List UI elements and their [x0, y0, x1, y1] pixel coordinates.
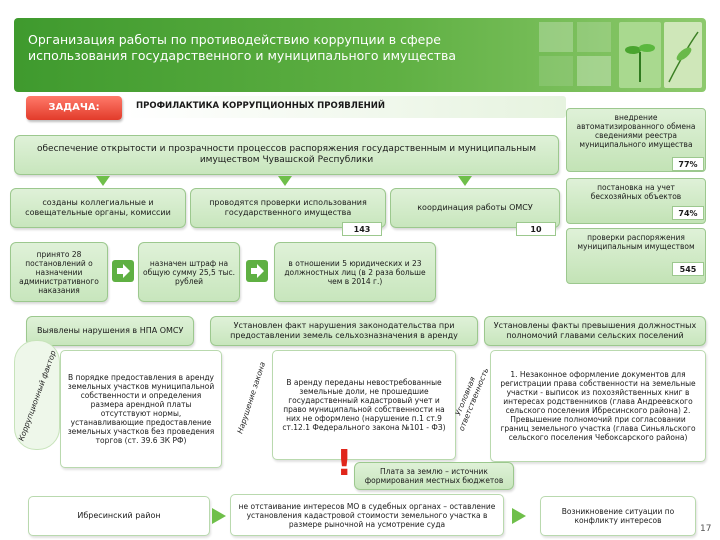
arrow-down-icon	[458, 176, 472, 186]
excess-details-box: 1. Незаконное оформление документов для …	[490, 350, 706, 462]
header-decoration-squares	[539, 22, 699, 88]
task-value: ПРОФИЛАКТИКА КОРРУПЦИОННЫХ ПРОЯВЛЕНИЙ	[136, 101, 385, 111]
sidebar-value-inspections: 545	[672, 262, 704, 276]
fines-box: назначен штраф на общую сумму 25,5 тыс. …	[138, 242, 240, 302]
collegial-bodies-box: созданы коллегиальные и совещательные ор…	[10, 188, 186, 228]
sidebar-value-registry: 77%	[672, 157, 704, 171]
sidebar-value-ownerless: 74%	[672, 206, 704, 220]
page-number: 17	[700, 524, 712, 534]
law-violation-text: Нарушение закона	[235, 360, 268, 435]
ibresinsky-district-box: Ибресинский район	[28, 496, 210, 536]
npa-violations-box: Выявлены нарушения в НПА ОМСУ	[26, 316, 194, 346]
arrow-right-icon	[212, 508, 226, 524]
task-label: ЗАДАЧА:	[26, 96, 122, 120]
lease-text-box: В аренду переданы невостребованные земел…	[272, 350, 456, 460]
goal-box: обеспечение открытости и прозрачности пр…	[14, 135, 559, 175]
corruption-factor-text: Коррупционный фактор	[16, 349, 58, 443]
property-checks-box: проводятся проверки использования госуда…	[190, 188, 386, 228]
omsu-coordination-box: координация работы ОМСУ	[390, 188, 560, 228]
sidebar-item-label: внедрение автоматизированного обмена све…	[576, 113, 696, 149]
criminal-liability-area: Уголовная ответственность	[446, 350, 494, 446]
criminal-liability-text: Уголовная ответственность	[453, 366, 491, 433]
page-title: Организация работы по противодействию ко…	[28, 32, 457, 64]
law-violation-label-area: Нарушение закона	[232, 350, 272, 446]
arrow-right-icon	[112, 260, 134, 282]
arrow-down-icon	[278, 176, 292, 186]
order-text-box: В порядке предоставления в аренду земель…	[60, 350, 222, 468]
persons-box: в отношении 5 юридических и 23 должностн…	[274, 242, 436, 302]
corruption-factor-label: Коррупционный фактор	[14, 340, 60, 450]
sidebar-item-label: постановка на учет бесхозяйных объектов	[590, 183, 682, 201]
task-text: ПРОФИЛАКТИКА КОРРУПЦИОННЫХ ПРОЯВЛЕНИЙ	[126, 96, 566, 118]
arrow-right-icon	[246, 260, 268, 282]
arrow-right-icon	[512, 508, 526, 524]
sprout-image	[619, 22, 661, 88]
decrees-box: принято 28 постановлений о назначении ад…	[10, 242, 108, 302]
sidebar-item-label: проверки распоряжения муниципальным имущ…	[577, 233, 695, 251]
sidebar-item-inspections: проверки распоряжения муниципальным имущ…	[566, 228, 706, 284]
land-fee-box: Плата за землю – источник формирования м…	[354, 462, 514, 490]
law-violation-fact-box: Установлен факт нарушения законодательст…	[210, 316, 478, 346]
arrow-down-icon	[96, 176, 110, 186]
exclamation-icon: !	[336, 443, 353, 484]
excess-fact-box: Установлены факты превышения должностных…	[484, 316, 706, 346]
omsu-coordination-count: 10	[516, 222, 556, 236]
conflict-box: Возникновение ситуации по конфликту инте…	[540, 496, 696, 536]
mo-interests-box: не отстаивание интересов МО в судебных о…	[230, 494, 504, 536]
leaf-image	[664, 22, 702, 88]
property-checks-count: 143	[342, 222, 382, 236]
header-banner: Организация работы по противодействию ко…	[14, 18, 706, 92]
